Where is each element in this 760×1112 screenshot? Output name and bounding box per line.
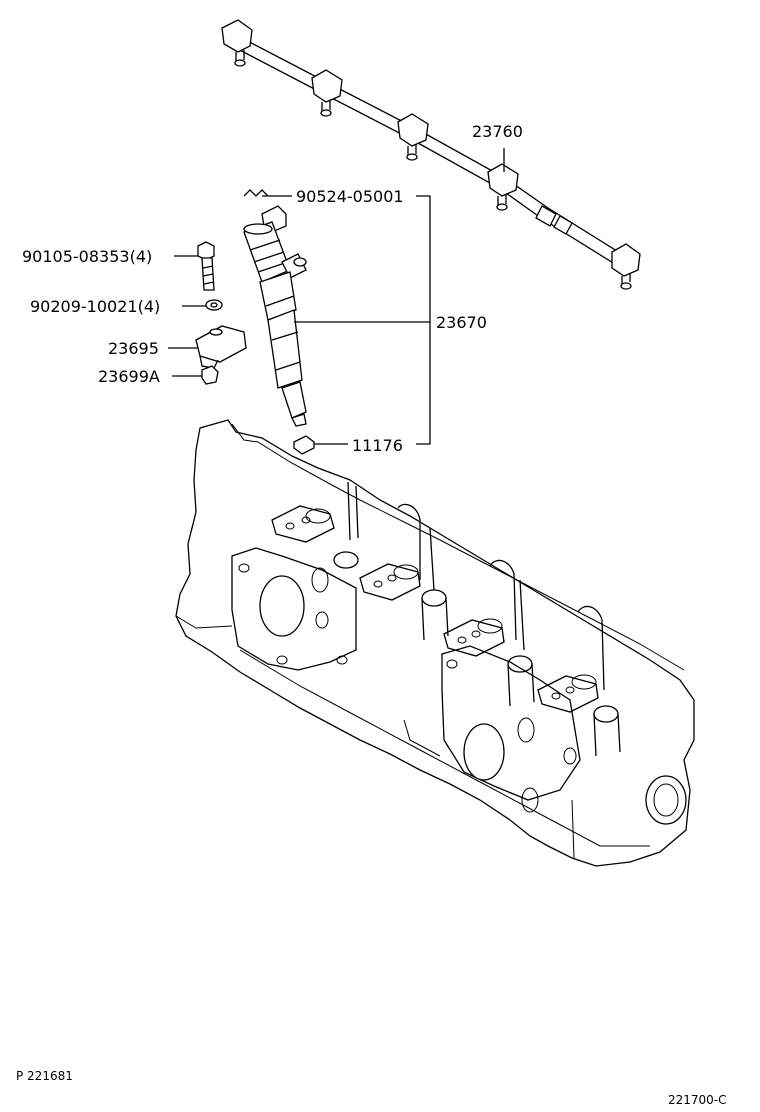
- callout-23695[interactable]: 23695: [108, 339, 159, 358]
- callout-labels: 23760 90524-05001 90105-08353(4) 90209-1…: [22, 122, 523, 455]
- illustration-code-left: P 221681: [16, 1069, 73, 1083]
- cylinder-head: [175, 419, 695, 867]
- callout-23760[interactable]: 23760: [472, 122, 523, 141]
- callout-90105-08353[interactable]: 90105-08353(4): [22, 247, 152, 266]
- callout-23699A[interactable]: 23699A: [98, 367, 160, 386]
- fuel-injector[interactable]: [243, 205, 307, 427]
- bolt[interactable]: [197, 241, 215, 291]
- washer[interactable]: [205, 299, 223, 311]
- illustration-code-right: 221700-C: [668, 1093, 727, 1107]
- leader-lines: [168, 148, 505, 445]
- injector-holder[interactable]: [201, 365, 219, 385]
- callout-23670[interactable]: 23670: [436, 313, 487, 332]
- injector-seal[interactable]: [293, 435, 315, 455]
- callout-90524-05001[interactable]: 90524-05001: [296, 187, 404, 206]
- callout-90209-10021[interactable]: 90209-10021(4): [30, 297, 160, 316]
- injector-clip[interactable]: [243, 189, 269, 197]
- injector-clamp[interactable]: [195, 325, 247, 369]
- fuel-delivery-pipe[interactable]: [221, 19, 641, 290]
- callout-11176[interactable]: 11176: [352, 436, 403, 455]
